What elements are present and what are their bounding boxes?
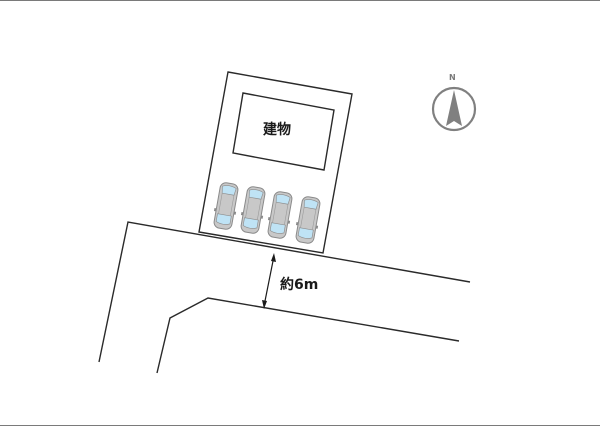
compass-north-label: N	[449, 73, 456, 82]
parking-car-3	[264, 189, 296, 241]
road-edge-upper	[98, 221, 471, 363]
top-border	[0, 0, 600, 1]
lot-boundary	[198, 71, 353, 254]
building-label: 建物	[263, 122, 291, 138]
road-width-dimension-arrow	[262, 253, 276, 309]
parking-car-4	[292, 194, 324, 246]
building-outline	[232, 92, 335, 171]
parking-car-2	[237, 184, 269, 236]
parking-car-1	[210, 180, 242, 232]
road-width-label: 約6m	[280, 277, 319, 293]
road-edge-lower	[156, 297, 460, 374]
north-arrow-icon	[431, 86, 477, 132]
